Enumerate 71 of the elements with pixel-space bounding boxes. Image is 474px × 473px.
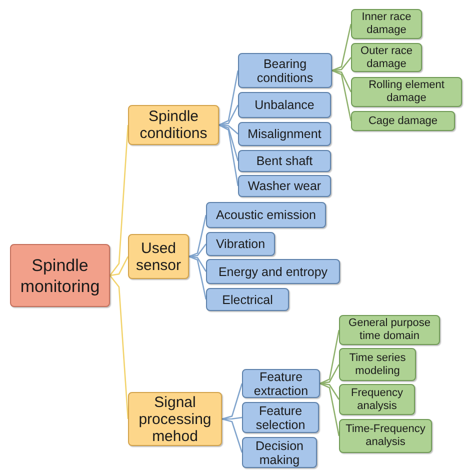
subtopic-box <box>242 369 320 398</box>
subtopic-box <box>238 150 331 172</box>
node-label: Feature extraction <box>252 370 310 398</box>
detail-box <box>339 315 440 345</box>
detail-box <box>339 348 416 381</box>
connector-line <box>320 364 340 384</box>
subtopic-box <box>242 402 319 433</box>
connector-line <box>188 244 207 258</box>
topic-box <box>128 234 189 279</box>
detail-box <box>351 9 422 39</box>
node-label: Decision making <box>254 438 304 466</box>
node-label: Cage damage <box>368 114 438 128</box>
node-label: Electrical <box>222 292 273 306</box>
connector-line <box>222 418 243 453</box>
root-topic-box <box>10 244 110 307</box>
connector-line <box>188 256 207 300</box>
detail-box <box>351 43 422 72</box>
node-label: Vibration <box>216 237 266 251</box>
node-label: Unbalance <box>254 98 314 112</box>
detail-box <box>339 419 432 453</box>
connector-line <box>188 256 207 272</box>
node-label: Bent shaft <box>256 154 313 168</box>
subtopic-box <box>206 288 289 311</box>
connector-line <box>109 275 129 420</box>
node-label: Outer race damage <box>360 44 414 70</box>
subtopic-box <box>206 259 340 284</box>
subtopic-box <box>206 202 326 228</box>
connector-line <box>332 24 352 72</box>
connector-line <box>218 124 238 134</box>
connector-line <box>222 416 242 420</box>
topic-box <box>128 105 219 145</box>
connector-line <box>332 70 352 92</box>
subtopic-box <box>238 122 331 146</box>
node-label: Time-Frequency analysis <box>344 423 426 449</box>
connector-line <box>320 382 340 436</box>
subtopic-box <box>238 92 331 118</box>
connector-line <box>218 104 239 126</box>
node-label: Signal processing mehod <box>138 394 212 444</box>
subtopic-box <box>238 175 331 197</box>
node-label: Inner race damage <box>360 11 412 37</box>
node-label: Rolling element damage <box>368 79 446 105</box>
subtopic-box <box>206 232 275 256</box>
subtopic-box <box>242 437 317 468</box>
node-label: Acoustic emission <box>216 208 316 222</box>
connector-line <box>110 256 129 276</box>
node-label: Washer wear <box>248 179 322 193</box>
detail-box <box>351 111 455 131</box>
topic-box <box>128 392 222 446</box>
node-label: Frequency analysis <box>350 386 404 412</box>
connector-line <box>218 124 239 186</box>
connector-line <box>332 70 352 122</box>
node-label: Bearing conditions <box>256 56 314 84</box>
node-label: Energy and entropy <box>218 264 328 278</box>
connector-line <box>320 382 340 400</box>
node-label: Time series modeling <box>348 352 407 378</box>
connector-line <box>320 330 340 384</box>
connector-line <box>218 124 239 162</box>
subtopic-box <box>238 53 332 88</box>
connector-line <box>188 214 207 258</box>
node-label: Spindle monitoring <box>19 254 101 296</box>
connector-line <box>332 57 352 72</box>
connector-line <box>109 124 129 276</box>
node-label: Used sensor <box>134 240 182 274</box>
node-label: Spindle conditions <box>138 108 208 142</box>
node-label: Feature selection <box>254 404 306 432</box>
connector-line <box>218 70 239 126</box>
node-label: General purpose time domain <box>348 317 432 343</box>
detail-box <box>339 384 415 415</box>
connector-line <box>222 383 243 420</box>
detail-box <box>351 77 462 107</box>
node-label: Misalignment <box>248 127 322 141</box>
